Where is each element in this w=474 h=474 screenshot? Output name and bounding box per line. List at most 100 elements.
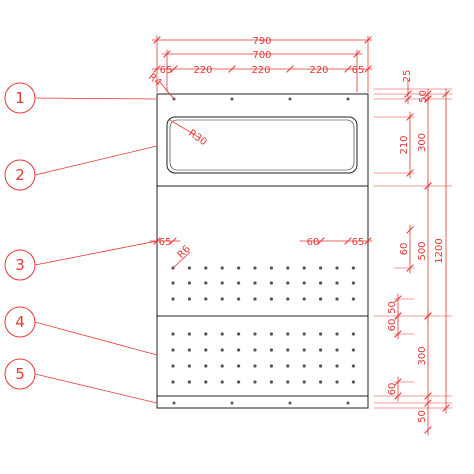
hole-pitch-label: 60 [307, 237, 320, 248]
window-height-label: 210 [399, 135, 410, 154]
perforation-hole [171, 297, 175, 301]
callout-number-3: 3 [15, 256, 25, 274]
perforation-hole [253, 364, 257, 368]
callout-leader-2 [34, 145, 158, 176]
perforation-hole [286, 364, 290, 368]
dimension-tick [170, 65, 178, 73]
window-radius-label: R30 [186, 128, 208, 148]
dimension-tick [424, 182, 432, 190]
perforation-hole [335, 332, 339, 336]
right-offset-label: 65 [352, 237, 365, 248]
perforation-hole [335, 348, 339, 352]
perforation-hole [286, 332, 290, 336]
mounting-hole [172, 401, 176, 405]
callout-leader-3 [34, 240, 158, 266]
hole-offset-c-label: 60 [387, 319, 398, 332]
perforation-hole [351, 364, 355, 368]
mounting-hole [288, 401, 292, 405]
segment-label-1: 65 [160, 65, 173, 76]
upper-section-label: 300 [417, 133, 428, 152]
perforation-hole [187, 281, 191, 285]
perforation-hole [335, 380, 339, 384]
callout-number-5: 5 [15, 365, 25, 383]
corner-radius-leader [159, 81, 175, 100]
perforation-hole [351, 332, 355, 336]
perforation-hole [335, 281, 339, 285]
perforation-hole [269, 364, 273, 368]
dimension-tick [344, 237, 352, 245]
perforation-hole [187, 332, 191, 336]
dimension-tick [424, 312, 432, 320]
perforation-hole [269, 281, 273, 285]
perforation-hole [220, 281, 224, 285]
perforation-hole [237, 380, 241, 384]
perforation-hole [237, 332, 241, 336]
perforation-hole [269, 380, 273, 384]
perforation-hole [302, 348, 306, 352]
dimension-tick [228, 65, 236, 73]
dimension-tick [424, 392, 432, 400]
perforation-hole [351, 348, 355, 352]
panel-outline [156, 93, 369, 409]
hole-offset-d-label: 60 [387, 383, 398, 396]
window-outer [166, 116, 358, 174]
perforation-hole [220, 266, 224, 270]
perforation-hole [302, 332, 306, 336]
perforation-hole [319, 380, 323, 384]
dimension-tick [394, 392, 402, 400]
perforation-hole [220, 332, 224, 336]
perforation-radius-leader [172, 251, 191, 269]
perforation-hole [351, 380, 355, 384]
perforation-hole [204, 266, 208, 270]
segment-label-2: 220 [193, 65, 212, 76]
perforation-hole [187, 348, 191, 352]
overall-height-label: 1200 [434, 238, 445, 263]
dimension-tick [442, 404, 450, 412]
perforation-hole [237, 348, 241, 352]
dimension-tick [317, 237, 325, 245]
callout-leader-4 [34, 321, 158, 356]
perforation-hole [319, 332, 323, 336]
dimension-tick [286, 65, 294, 73]
perforation-hole [171, 281, 175, 285]
perforation-hole [204, 297, 208, 301]
perforation-hole [237, 297, 241, 301]
lower-section-label: 300 [417, 346, 428, 365]
perforation-hole [187, 266, 191, 270]
perforation-hole [351, 281, 355, 285]
perforation-hole [286, 266, 290, 270]
dimension-tick [442, 90, 450, 98]
perforation-hole [253, 266, 257, 270]
mounting-hole [230, 401, 234, 405]
perforation-hole [171, 348, 175, 352]
perforation-hole [204, 281, 208, 285]
segment-label-4: 220 [309, 65, 328, 76]
perforation-radius-label: R6 [176, 244, 193, 261]
perforation-hole [335, 364, 339, 368]
dimension-tick [404, 90, 412, 98]
bottom-margin-label: 50 [417, 410, 428, 423]
perforation-hole [351, 297, 355, 301]
dimension-tick [406, 264, 414, 272]
dimension-tick [424, 399, 432, 407]
mounting-hole [346, 401, 350, 405]
perforation-hole [237, 266, 241, 270]
mounting-hole [230, 97, 234, 101]
perforation-hole [302, 266, 306, 270]
dimension-tick [364, 237, 372, 245]
perforation-hole [351, 266, 355, 270]
perforation-hole [204, 380, 208, 384]
perforation-hole [171, 364, 175, 368]
hole-offset-a-label: 60 [399, 243, 410, 256]
perforation-hole [204, 332, 208, 336]
perforation-hole [187, 364, 191, 368]
perforation-hole [269, 297, 273, 301]
perforation-hole [319, 297, 323, 301]
perforation-hole [286, 380, 290, 384]
perforation-hole [220, 348, 224, 352]
dimension-tick [394, 312, 402, 320]
perforation-hole [237, 364, 241, 368]
perforation-hole [171, 380, 175, 384]
